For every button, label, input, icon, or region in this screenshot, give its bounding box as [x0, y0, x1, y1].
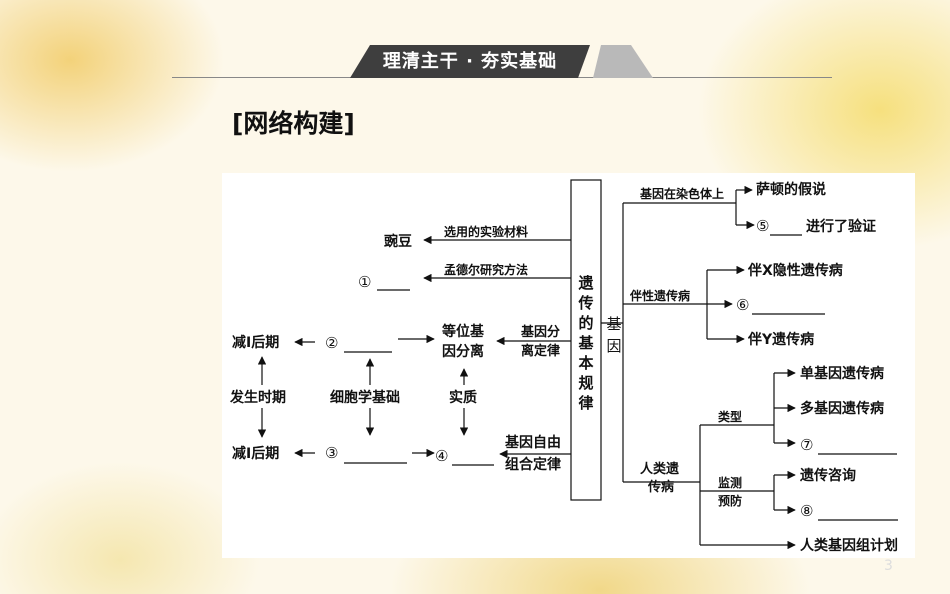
ylinked-label: 伴Y遗传病	[747, 331, 814, 348]
page-number: 3	[884, 558, 893, 574]
blank3-label: ③	[325, 444, 338, 462]
seg-law-label-2: 离定律	[521, 343, 560, 359]
monitor-label-1: 监测	[718, 475, 742, 490]
concept-map: 遗传的基本规律 基因 豌豆 选用的实验材料 孟德尔研究方法 ① 减Ⅰ后期 ② 等…	[222, 173, 915, 558]
blank8-label: ⑧	[800, 502, 813, 520]
allele-label-1: 等位基	[442, 323, 485, 340]
sutton-label: 萨顿的假说	[756, 181, 826, 198]
fashengshiqi-label: 发生时期	[229, 389, 286, 406]
left-bottom-label: 减Ⅰ后期	[232, 445, 279, 462]
counsel-label: 遗传咨询	[799, 467, 856, 484]
free-law-label-1: 基因自由	[505, 434, 561, 451]
concept-map-svg: 遗传的基本规律 基因 豌豆 选用的实验材料 孟德尔研究方法 ① 减Ⅰ后期 ② 等…	[229, 179, 898, 554]
blank1-label: ①	[358, 273, 371, 291]
center-box	[570, 179, 602, 501]
center-box-label: 遗传的基本规律	[577, 274, 594, 412]
blank2-label: ②	[325, 334, 338, 352]
seg-law-label-1: 基因分	[520, 324, 560, 340]
blank5-label: ⑤	[756, 217, 769, 235]
single-gene-label: 单基因遗传病	[800, 365, 884, 382]
monitor-label-2: 预防	[718, 493, 742, 508]
left-top-label: 减Ⅰ后期	[232, 334, 279, 351]
center-box-text: 遗传的基本规律	[577, 274, 594, 412]
blank6-label: ⑥	[736, 296, 749, 314]
wandou-label: 豌豆	[384, 233, 412, 250]
gene-text: 基因	[606, 315, 621, 355]
cell-basis-label: 细胞学基础	[330, 389, 400, 406]
multi-gene-label: 多基因遗传病	[800, 400, 884, 417]
shizhi-label: 实质	[449, 389, 477, 406]
section-banner: 理清主干 · 夯实基础	[350, 45, 590, 78]
chrom-label: 基因在染色体上	[639, 186, 724, 201]
human-label-1: 人类遗	[640, 461, 680, 477]
blank7-label: ⑦	[800, 436, 813, 454]
hgp-label: 人类基因组计划	[800, 537, 898, 554]
xrec-label: 伴X隐性遗传病	[747, 262, 843, 279]
allele-label-2: 因分离	[442, 343, 484, 360]
verified-label: 进行了验证	[806, 218, 876, 235]
sexlinked-label: 伴性遗传病	[629, 288, 690, 303]
page-heading: [网络构建]	[232, 109, 355, 138]
types-label: 类型	[718, 409, 742, 424]
free-law-label-2: 组合定律	[505, 456, 561, 473]
method-label: 孟德尔研究方法	[444, 262, 528, 277]
blank4-label: ④	[435, 447, 448, 465]
gene-label: 基因	[606, 315, 621, 355]
material-label: 选用的实验材料	[444, 224, 528, 239]
human-label-2: 传病	[647, 479, 674, 495]
